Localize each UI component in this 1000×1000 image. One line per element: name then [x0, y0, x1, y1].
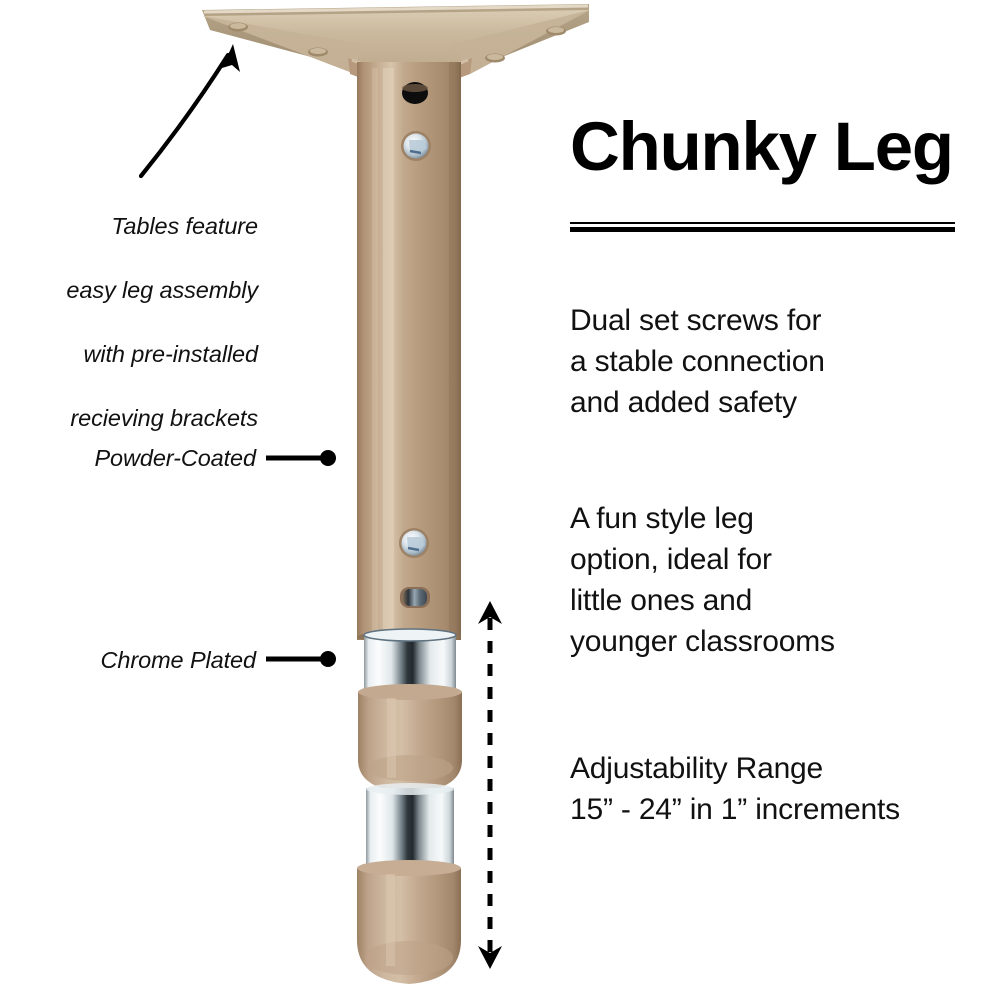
chrome-plated-callout-text: Chrome Plated [100, 647, 257, 673]
title-divider [570, 222, 955, 232]
mounting-plate-highlight [203, 4, 589, 14]
title-divider-gap [570, 224, 955, 227]
feature-line: Dual set screws for [570, 304, 822, 337]
lower-set-screw-shadow [407, 546, 420, 552]
upper-set-screw-shadow [409, 149, 422, 155]
info-panel: Chunky Leg Dual set screws for a stable … [568, 0, 968, 1000]
chunky-leg-drawing [138, 4, 590, 984]
upper-tube-highlight [383, 68, 394, 634]
glide-collar-top [358, 684, 462, 700]
assembly-arrow-head [222, 44, 240, 72]
plate-screw-hole-inner [548, 27, 564, 33]
title-divider-thick-rule [570, 227, 955, 232]
assembly-callout-line: with pre-installed [83, 341, 258, 367]
powder-coated-leader-dot [320, 450, 336, 466]
feature-adjustability-range: Adjustability Range 15” - 24” in 1” incr… [570, 748, 968, 830]
powder-coated-leader [266, 450, 336, 466]
assembly-callout-line: recieving brackets [70, 405, 258, 431]
pilot-hole-rim [402, 84, 428, 92]
assembly-callout-text: Tables feature easy leg assembly with pr… [0, 178, 258, 466]
tan-glide-collar [358, 684, 462, 793]
chrome-upper-top-rim [364, 629, 456, 641]
adjustment-pin-slot [400, 587, 430, 608]
plate-screw-hole-inner [310, 48, 326, 54]
feature-line: younger classrooms [570, 625, 835, 658]
assembly-callout-line: easy leg assembly [66, 277, 258, 303]
chrome-inner-tube-lower [366, 783, 454, 872]
chrome-plated-leader-dot [320, 651, 336, 667]
chrome-lower-body [366, 788, 454, 872]
product-illustration [138, 4, 590, 984]
powder-coated-callout-text: Powder-Coated [94, 445, 256, 471]
feature-dual-set-screws: Dual set screws for a stable connection … [570, 300, 968, 423]
foot-cap-top [357, 860, 461, 876]
plate-screw-hole-inner [230, 23, 246, 29]
foot-cap-highlight [386, 874, 395, 966]
glide-collar-bevel [367, 755, 453, 781]
feature-fun-style: A fun style leg option, ideal for little… [570, 498, 968, 662]
plate-screw-hole-inner [487, 54, 503, 60]
dimension-arrow-head-bottom [478, 946, 502, 969]
assembly-callout-line: Tables feature [111, 213, 258, 239]
lower-set-screw [399, 528, 429, 558]
chrome-plated-leader [266, 651, 336, 667]
dimension-arrow-head-top [478, 601, 502, 624]
pilot-hole [402, 82, 428, 104]
title-divider-thin-rule [570, 222, 955, 224]
adjustability-range-arrow [478, 601, 502, 969]
upper-tube-shadow [449, 62, 461, 640]
upper-set-screw [401, 131, 431, 161]
feature-line: and added safety [570, 386, 797, 419]
upper-tube-highlight-secondary [372, 68, 378, 634]
chrome-upper-top-rim-stroke [363, 628, 457, 642]
mounting-plate [202, 4, 590, 74]
page-title: Chunky Leg [570, 108, 954, 185]
tan-foot-cap [357, 860, 461, 984]
chrome-lower-top-rim [366, 783, 454, 795]
pin-slot-pin [403, 589, 427, 606]
feature-line: a stable connection [570, 345, 825, 378]
assembly-callout-arrow [138, 44, 240, 179]
feature-line: 15” - 24” in 1” increments [570, 793, 900, 826]
feature-line: option, ideal for [570, 543, 772, 576]
foot-cap-bevel [365, 941, 453, 975]
feature-line: Adjustability Range [570, 752, 824, 785]
feature-line: A fun style leg [570, 502, 754, 535]
assembly-arrow-shaft [138, 52, 231, 179]
glide-collar-highlight [387, 698, 396, 778]
feature-line: little ones and [570, 584, 753, 617]
